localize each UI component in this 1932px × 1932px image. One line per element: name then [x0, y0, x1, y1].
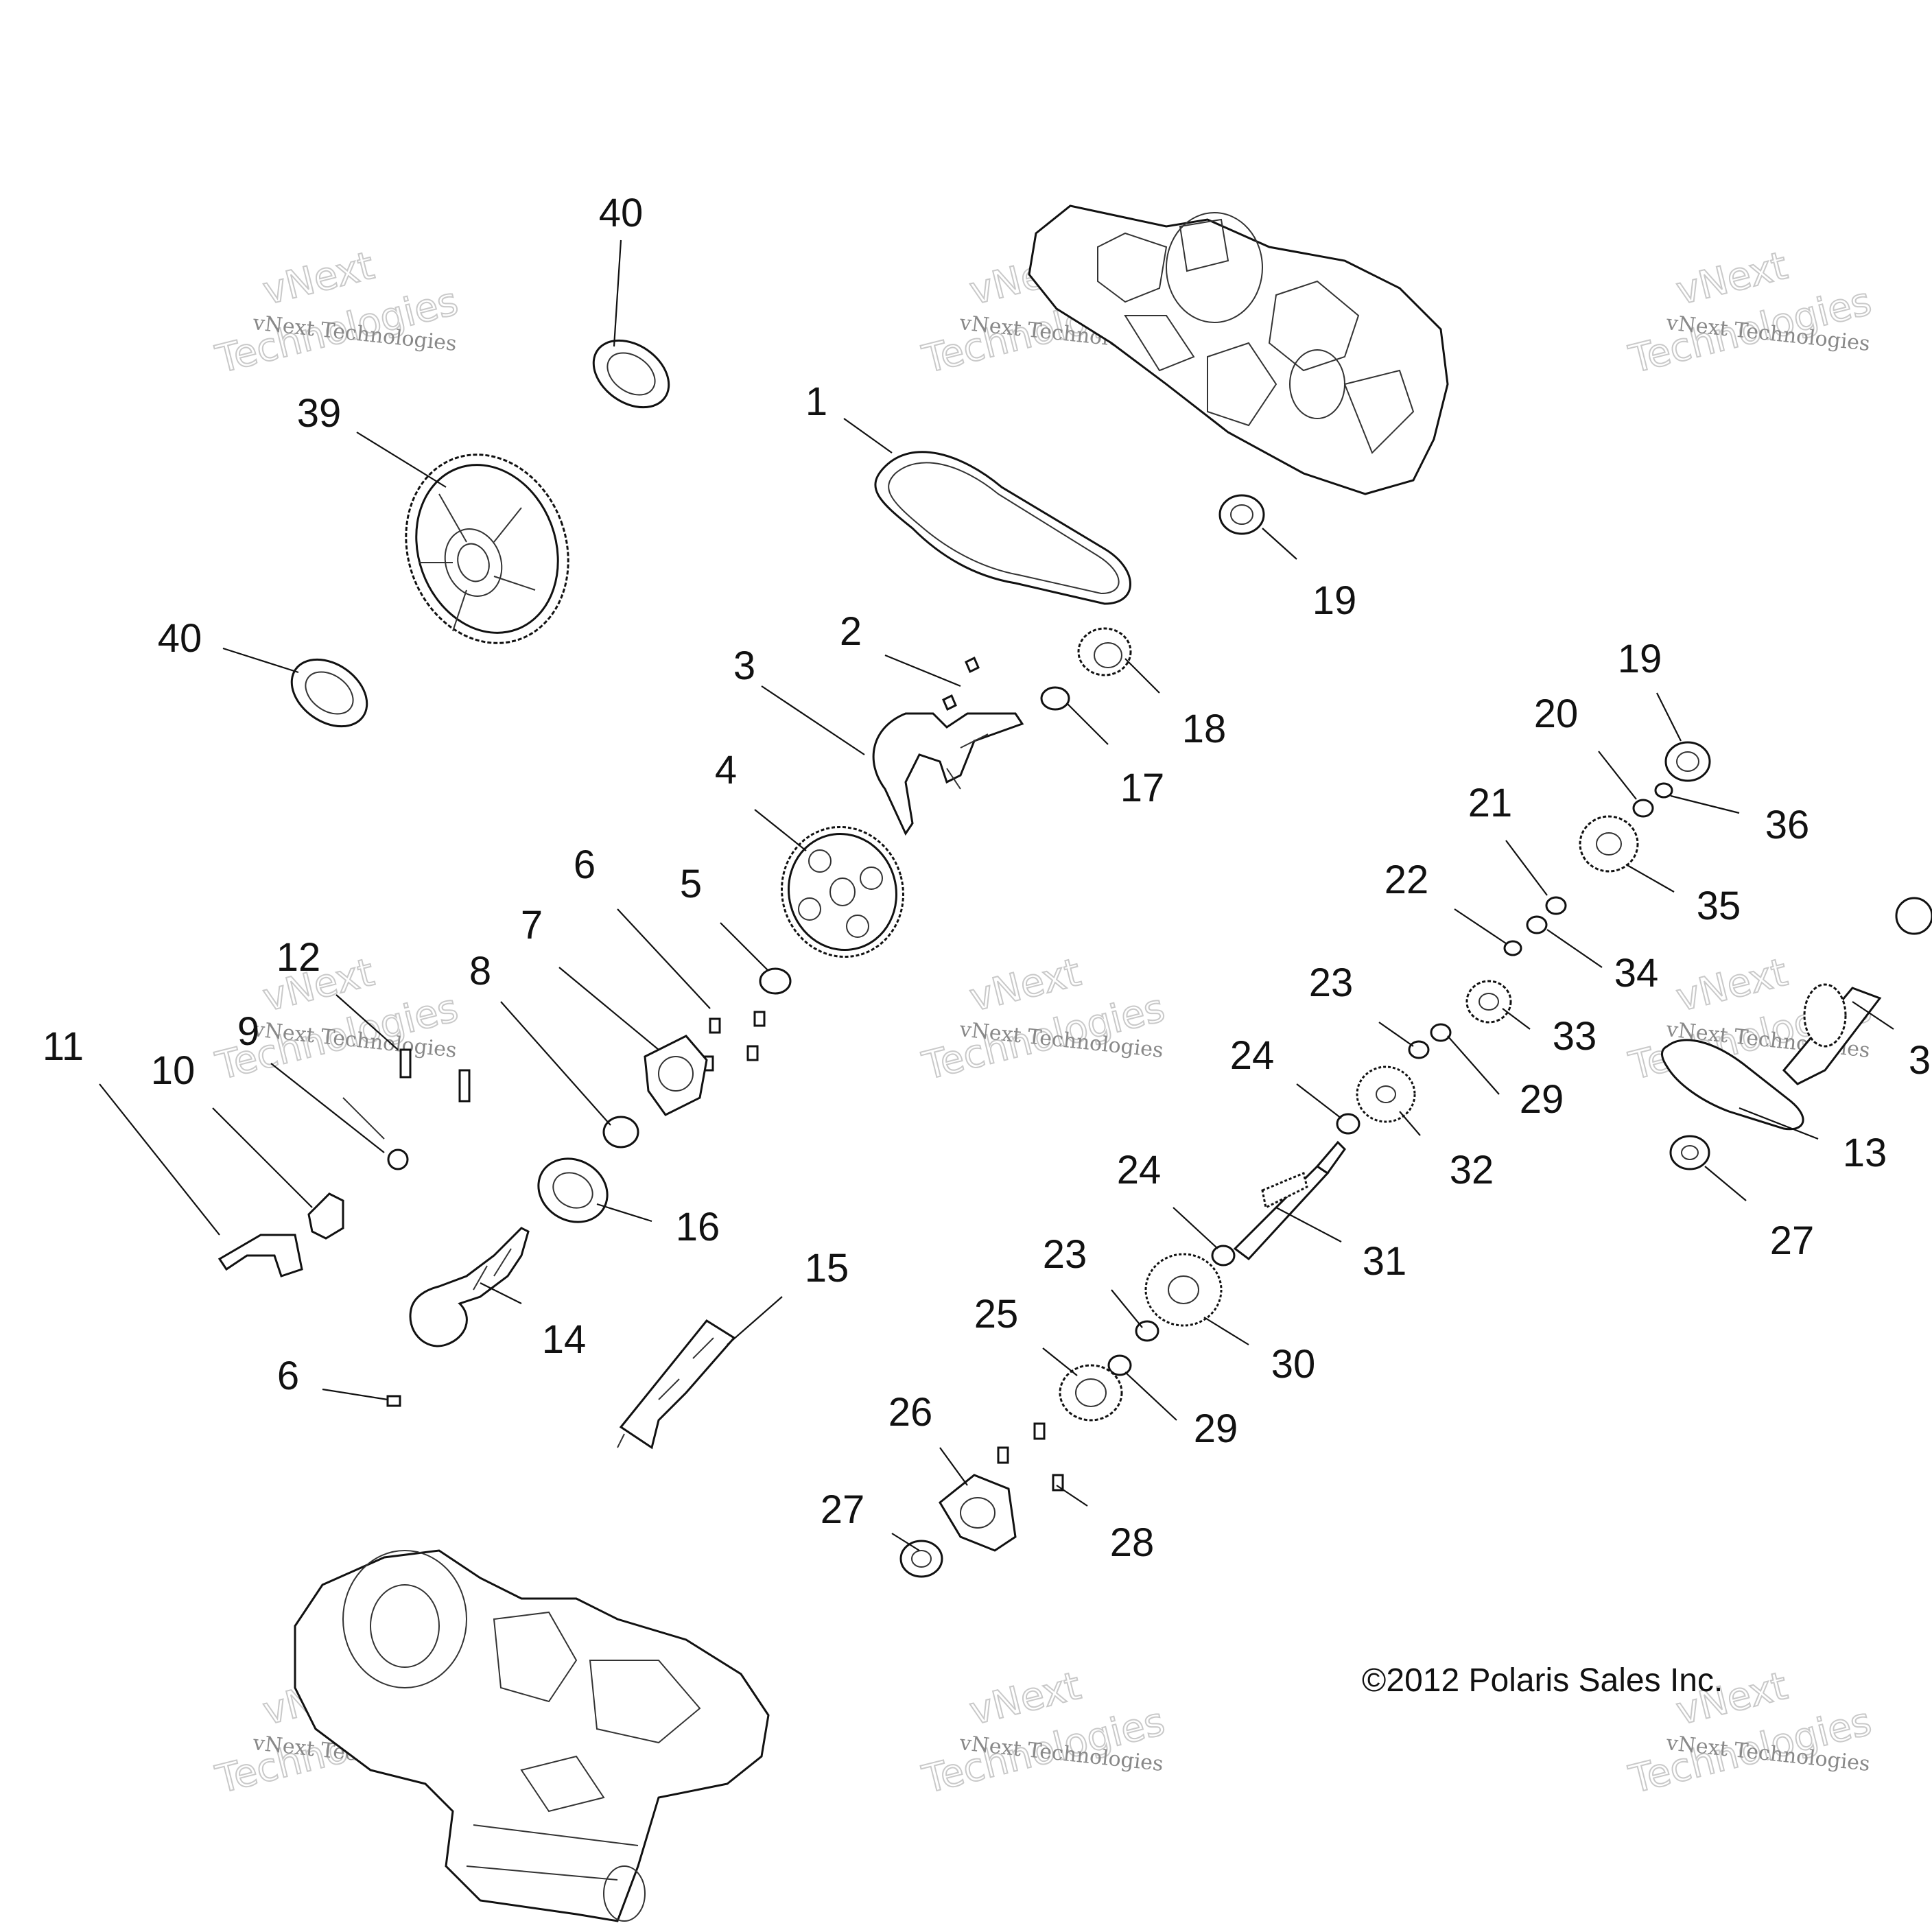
label-9: 9	[237, 1009, 259, 1054]
label-26: 26	[888, 1390, 933, 1435]
label-39: 39	[297, 391, 342, 436]
part-19-bearing-right	[1664, 741, 1711, 782]
label-29: 29	[1194, 1406, 1238, 1451]
part-6-screws	[702, 1011, 766, 1072]
label-25: 25	[974, 1292, 1019, 1336]
label-14: 14	[542, 1317, 587, 1362]
label-21: 21	[1468, 781, 1513, 825]
part-40-seal-top	[592, 339, 670, 409]
part-28-screws	[997, 1422, 1064, 1492]
part-39-large-gear	[405, 453, 569, 644]
part-18-small-gear	[1077, 627, 1132, 676]
label-35: 35	[1697, 884, 1741, 928]
label-40: 40	[158, 616, 202, 661]
label-6: 6	[277, 1354, 299, 1398]
part-33-collar	[1465, 980, 1512, 1024]
label-24: 24	[1117, 1148, 1162, 1192]
part-10-bracket	[307, 1192, 344, 1240]
label-18: 18	[1182, 707, 1227, 751]
upper-case-housing	[1028, 204, 1449, 495]
label-6: 6	[574, 843, 596, 887]
part-13-chain	[1661, 1039, 1804, 1131]
label-29: 29	[1520, 1077, 1564, 1122]
copyright-text: ©2012 Polaris Sales Inc.	[1362, 1662, 1723, 1699]
part-32-gear	[1356, 1065, 1416, 1123]
label-23: 23	[1309, 961, 1354, 1005]
label-13: 13	[1843, 1131, 1887, 1175]
label-19: 19	[1312, 578, 1357, 623]
part-4-sprocket	[781, 825, 904, 958]
part-26-plate	[939, 1474, 1017, 1552]
part-16-bearing	[537, 1157, 609, 1223]
part-20-ring	[1632, 799, 1654, 818]
label-28: 28	[1110, 1520, 1155, 1565]
part-2-screw	[942, 656, 980, 711]
label-8: 8	[469, 949, 491, 993]
label-12: 12	[276, 935, 321, 980]
part-31-shaft	[1233, 1140, 1346, 1261]
part-12-pins	[399, 1048, 471, 1103]
part-3-shaft-right	[1782, 897, 1932, 1085]
part-11-clamp	[217, 1234, 303, 1277]
part-35-gear	[1579, 815, 1639, 873]
part-29-ring	[1430, 1023, 1452, 1042]
part-36-washer	[1654, 782, 1673, 799]
label-33: 33	[1553, 1014, 1597, 1059]
label-15: 15	[805, 1246, 849, 1291]
label-2: 2	[840, 609, 862, 654]
part-7-bearing-plate	[644, 1035, 708, 1116]
part-14-output-shaft	[409, 1227, 530, 1347]
part-labels: 40 39 40 1 19 2 3 18 17 4 6 5 12 7 8 9 1…	[43, 191, 1931, 1565]
part-24-bearing	[1336, 1113, 1360, 1135]
label-3: 3	[1909, 1038, 1931, 1083]
label-20: 20	[1534, 692, 1579, 736]
part-8-o-ring	[602, 1116, 639, 1148]
part-15-shift-drum	[617, 1319, 736, 1450]
label-3: 3	[733, 644, 755, 688]
label-5: 5	[680, 862, 702, 906]
part-30-gear	[1144, 1253, 1223, 1327]
part-21-bearing	[1545, 896, 1567, 915]
label-24: 24	[1230, 1033, 1275, 1078]
label-1: 1	[805, 379, 827, 424]
label-31: 31	[1363, 1239, 1407, 1284]
part-25-hub	[1059, 1364, 1123, 1422]
label-32: 32	[1450, 1148, 1494, 1192]
part-34-ring	[1526, 915, 1548, 934]
label-16: 16	[676, 1205, 720, 1249]
label-30: 30	[1271, 1342, 1316, 1387]
part-19-bearing	[1218, 494, 1265, 535]
label-11: 11	[43, 1024, 84, 1069]
label-4: 4	[715, 748, 737, 792]
part-22-ring	[1503, 940, 1522, 956]
part-5-snap-ring	[759, 967, 792, 995]
label-7: 7	[521, 903, 543, 947]
label-34: 34	[1614, 951, 1659, 996]
part-40-seal-left	[290, 658, 368, 728]
leader-lines	[99, 239, 1894, 1551]
label-27: 27	[1770, 1218, 1815, 1263]
part-27-bearing-right	[1669, 1135, 1710, 1170]
lower-case-housing	[294, 1549, 770, 1922]
part-27-bearing	[899, 1540, 943, 1578]
label-36: 36	[1765, 803, 1810, 847]
part-24-bearing-lower	[1211, 1245, 1236, 1267]
label-40: 40	[599, 191, 644, 235]
part-17-snap-ring	[1040, 686, 1070, 711]
label-23: 23	[1043, 1232, 1087, 1277]
label-22: 22	[1385, 858, 1429, 902]
label-27: 27	[821, 1487, 865, 1532]
part-1-drive-chain	[874, 451, 1131, 605]
part-23-ring	[1408, 1040, 1430, 1059]
part-6-bolt	[386, 1395, 401, 1407]
label-19: 19	[1618, 637, 1662, 681]
label-10: 10	[151, 1048, 196, 1093]
label-17: 17	[1120, 766, 1165, 810]
part-3-shift-fork	[872, 712, 1024, 836]
part-29-ring-lower	[1107, 1354, 1132, 1376]
part-9-sensor	[342, 1097, 409, 1170]
